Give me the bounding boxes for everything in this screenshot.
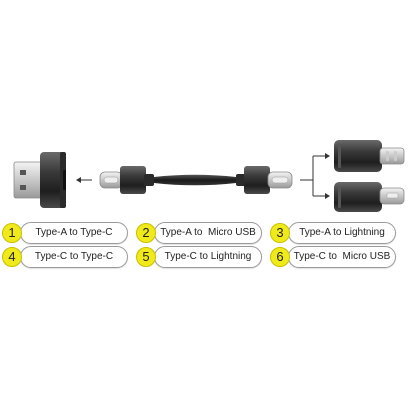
number-badge-1: 1 bbox=[2, 223, 22, 243]
type-c-plug-right bbox=[236, 166, 293, 194]
label-pill-6: Type-C to Micro USB bbox=[288, 246, 396, 268]
label-pill-2: Type-A to Micro USB bbox=[154, 222, 262, 244]
number-badge-3: 3 bbox=[270, 223, 290, 243]
cable bbox=[154, 174, 236, 186]
label-pill-5: Type-C to Lightning bbox=[154, 246, 262, 268]
type-c-plug-left bbox=[99, 166, 154, 194]
lightning-adapter bbox=[334, 140, 405, 172]
arrow-left-icon bbox=[76, 177, 92, 183]
usb-a-adapter bbox=[13, 152, 66, 208]
number-badge-5: 5 bbox=[136, 247, 156, 267]
label-pill-3: Type-A to Lightning bbox=[288, 222, 396, 244]
number-badge-2: 2 bbox=[136, 223, 156, 243]
bracket-connector bbox=[300, 155, 326, 197]
number-badge-4: 4 bbox=[2, 247, 22, 267]
label-pill-4: Type-C to Type-C bbox=[20, 246, 128, 268]
micro-usb-adapter bbox=[334, 182, 405, 212]
label-row-bottom: Type-C to Type-C 4 Type-C to Lightning 5… bbox=[0, 246, 416, 270]
number-badge-6: 6 bbox=[270, 247, 290, 267]
label-row-top: Type-A to Type-C 1 Type-A to Micro USB 2… bbox=[0, 222, 416, 246]
label-pill-1: Type-A to Type-C bbox=[20, 222, 128, 244]
